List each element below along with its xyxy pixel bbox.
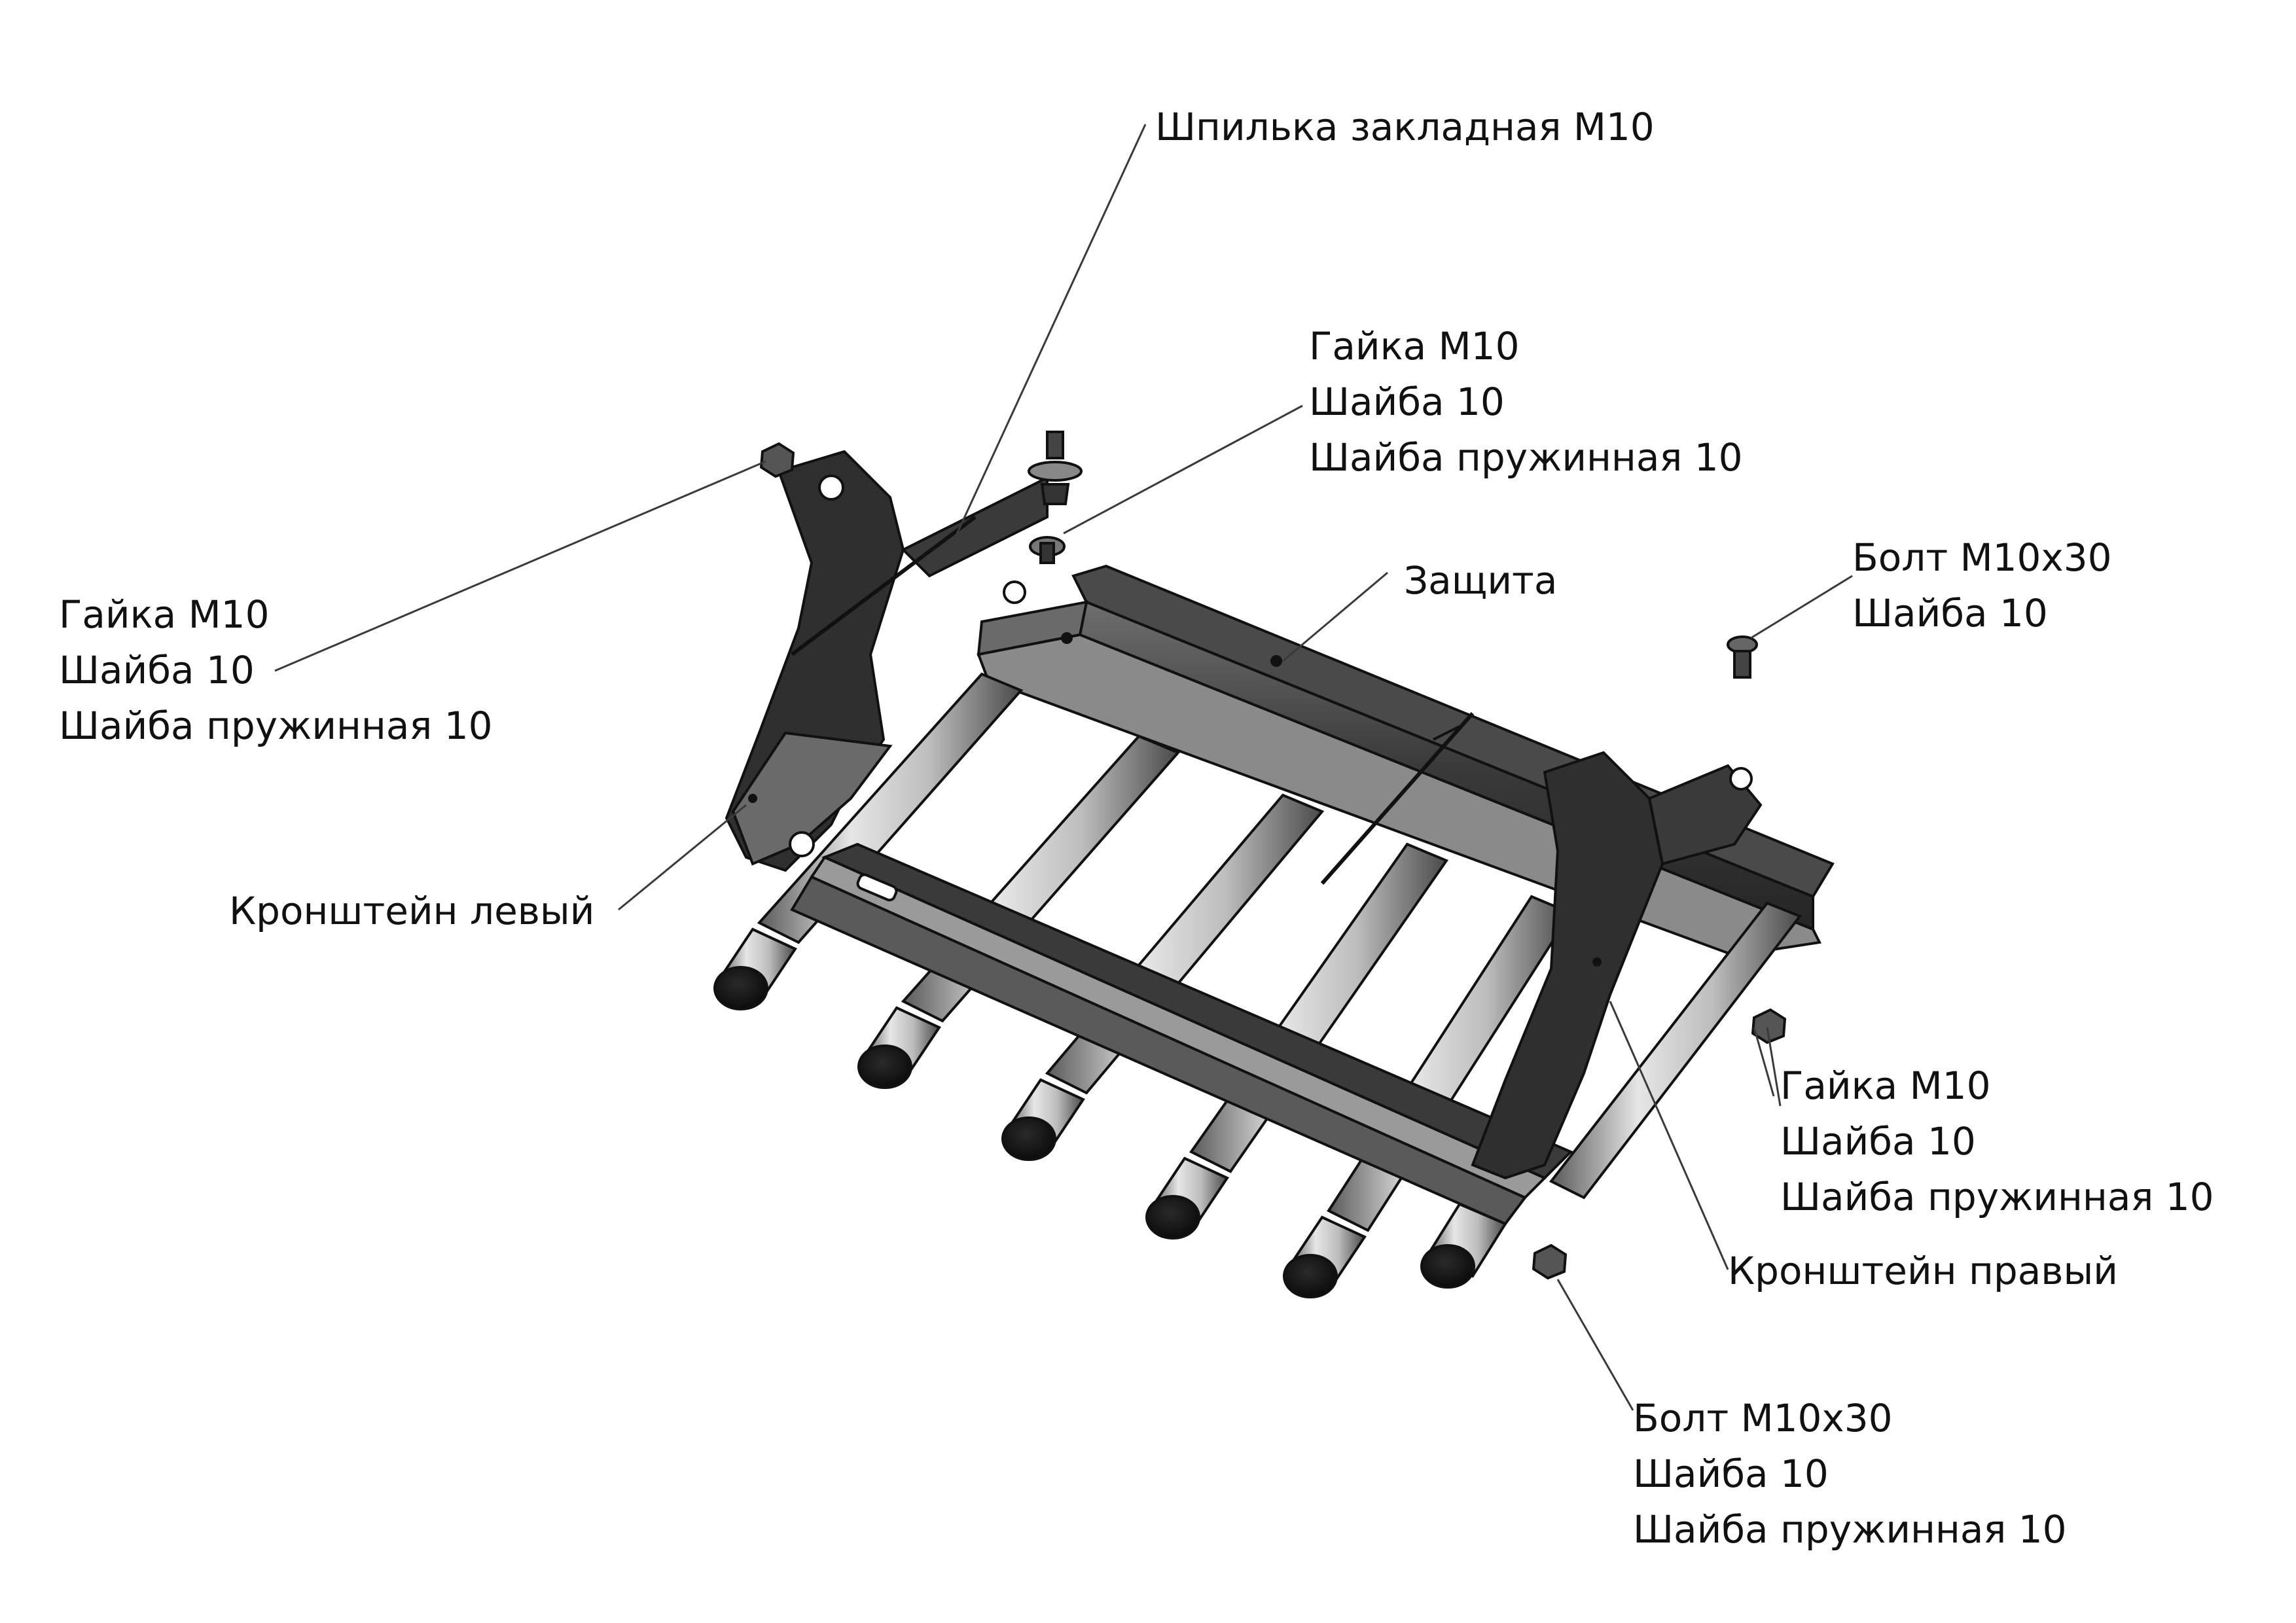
leader-fastener-left bbox=[274, 460, 766, 672]
label-fastener-right-line-3: Шайба пружинная 10 bbox=[1780, 1175, 2214, 1219]
bolt-top-right bbox=[1727, 635, 1758, 679]
right-bracket bbox=[1471, 751, 1763, 1180]
label-bracket-right: Кронштейн правый bbox=[1728, 1243, 2118, 1299]
label-bolt-bottom-line-2: Шайба 10 bbox=[1633, 1452, 1829, 1496]
fasteners bbox=[759, 431, 1787, 1280]
front-rail bbox=[790, 842, 1573, 1226]
label-bracket-left: Кронштейн левый bbox=[229, 883, 594, 939]
label-fastener-top-center: Гайка М10 Шайба 10 Шайба пружинная 10 bbox=[1309, 319, 1743, 486]
bolt-top-center bbox=[1028, 431, 1083, 505]
tube-end-4 bbox=[1145, 1156, 1229, 1240]
leader-bracket-right bbox=[1609, 1001, 1729, 1270]
label-fastener-top-center-line-1: Гайка М10 bbox=[1309, 324, 1520, 368]
leader-bracket-left bbox=[618, 804, 747, 911]
washer-center bbox=[1029, 536, 1066, 564]
label-fastener-left: Гайка М10 Шайба 10 Шайба пружинная 10 bbox=[59, 587, 493, 754]
label-fastener-left-line-2: Шайба 10 bbox=[59, 648, 255, 692]
leader-guard bbox=[1282, 571, 1388, 662]
tube-end-1 bbox=[713, 927, 797, 1010]
label-bolt-top-right-line-1: Болт М10х30 bbox=[1852, 535, 2112, 580]
label-bracket-left-line-1: Кронштейн левый bbox=[229, 889, 595, 933]
label-guard-line-1: Защита bbox=[1404, 558, 1558, 603]
nut-right bbox=[1751, 1008, 1787, 1044]
left-bracket bbox=[725, 450, 1049, 872]
label-stud: Шпилька закладная М10 bbox=[1155, 99, 1655, 155]
label-bracket-right-line-1: Кронштейн правый bbox=[1728, 1249, 2118, 1293]
label-fastener-right-line-2: Шайба 10 bbox=[1780, 1119, 1976, 1164]
leader-fastener-top-center bbox=[1063, 404, 1303, 535]
label-fastener-left-line-3: Шайба пружинная 10 bbox=[59, 704, 493, 748]
leader-fastener-right-2 bbox=[1753, 1027, 1775, 1097]
bolt-bottom bbox=[1532, 1243, 1568, 1280]
leader-lines bbox=[274, 124, 1853, 1411]
tube-6 bbox=[1549, 901, 1803, 1200]
label-bolt-bottom-line-1: Болт М10х30 bbox=[1633, 1396, 1893, 1440]
leader-bolt-top-right bbox=[1750, 575, 1853, 639]
label-bolt-top-right-line-2: Шайба 10 bbox=[1852, 591, 2048, 635]
nut-top-left bbox=[759, 442, 795, 478]
leader-fastener-right bbox=[1766, 1027, 1782, 1107]
label-bolt-bottom-line-3: Шайба пружинная 10 bbox=[1633, 1507, 2067, 1552]
label-bolt-top-right: Болт М10х30 Шайба 10 bbox=[1852, 530, 2112, 641]
tube-ends bbox=[713, 927, 1507, 1298]
leader-stud bbox=[954, 124, 1147, 537]
label-fastener-left-line-1: Гайка М10 bbox=[59, 592, 270, 637]
tube-end-6 bbox=[1420, 1202, 1507, 1289]
tube-end-2 bbox=[857, 1006, 941, 1089]
label-bolt-bottom: Болт М10х30 Шайба 10 Шайба пружинная 10 bbox=[1633, 1391, 2067, 1558]
tube-end-5 bbox=[1283, 1215, 1367, 1298]
label-stud-line-1: Шпилька закладная М10 bbox=[1155, 105, 1655, 149]
label-fastener-right: Гайка М10 Шайба 10 Шайба пружинная 10 bbox=[1780, 1058, 2214, 1225]
embedded-stud bbox=[791, 515, 1475, 885]
tube-end-3 bbox=[1001, 1078, 1085, 1161]
label-guard: Защита bbox=[1404, 553, 1557, 609]
label-fastener-top-center-line-3: Шайба пружинная 10 bbox=[1309, 435, 1743, 480]
leader-bolt-bottom bbox=[1556, 1279, 1634, 1411]
label-fastener-top-center-line-2: Шайба 10 bbox=[1309, 380, 1505, 424]
label-fastener-right-line-1: Гайка М10 bbox=[1780, 1063, 1991, 1108]
